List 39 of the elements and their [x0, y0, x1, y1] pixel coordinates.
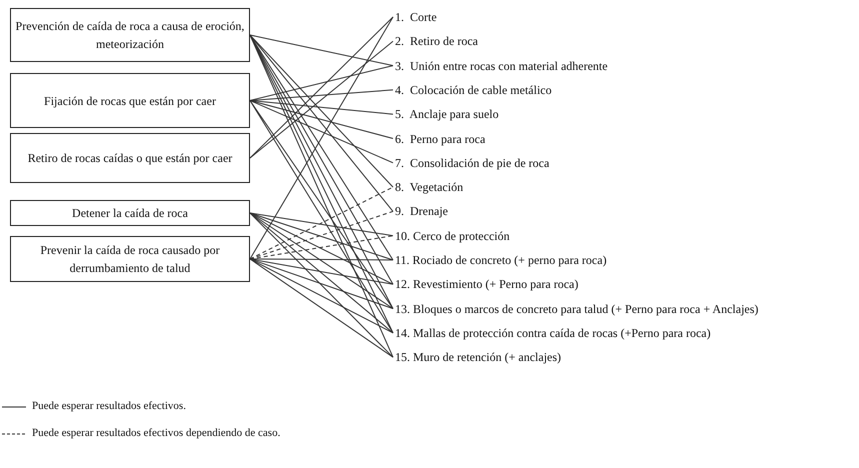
measure-label: 14. Mallas de protección contra caída de rocas (+Perno para roca)	[395, 326, 711, 340]
connector-line	[250, 65, 394, 101]
connector-line	[250, 34, 394, 66]
connector-line	[250, 258, 394, 334]
legend-label: Puede esperar resultados efectivos dependiendo de caso.	[32, 427, 280, 439]
category-box: Prevenir la caída de roca causado por derrumbamiento de talud	[10, 236, 250, 282]
connector-line	[250, 100, 394, 139]
category-box: Detener la caída de roca	[10, 200, 250, 226]
connector-line	[250, 212, 394, 236]
measure-label: 7. Consolidación de pie de roca	[395, 156, 550, 170]
measure-label: 9. Drenaje	[395, 204, 448, 218]
measure-label: 2. Retiro de roca	[395, 34, 478, 48]
connector-line	[250, 100, 394, 164]
category-box: Fijación de rocas que están por caer	[10, 73, 250, 128]
measure-label: 12. Revestimiento (+ Perno para roca)	[395, 277, 578, 292]
measure-label: 1. Corte	[395, 10, 437, 24]
category-box: Retiro de rocas caídas o que están por caer	[10, 133, 250, 183]
measure-label: 11. Rociado de concreto (+ perno para roca)	[395, 253, 607, 267]
category-box: Prevención de caída de roca a causa de eroción, meteorización	[10, 8, 250, 62]
connector-line	[250, 258, 394, 310]
measure-label: 10. Cerco de protección	[395, 228, 510, 243]
connector-line	[250, 40, 394, 158]
connector-line	[250, 212, 394, 334]
connector-line	[250, 186, 394, 260]
connector-line	[250, 212, 394, 310]
measure-label: 3. Unión entre rocas con material adherente	[395, 58, 608, 73]
connector-line	[250, 212, 394, 358]
measure-label: 5. Anclaje para suelo	[395, 107, 499, 122]
measure-label: 13. Bloques o marcos de concreto para talud (+ Perno para roca + Anclajes)	[395, 302, 758, 316]
connector-line	[250, 16, 394, 158]
measure-label: 6. Perno para roca	[395, 132, 486, 146]
legend-label: Puede esperar resultados efectivos.	[32, 400, 186, 412]
measure-label: 8. Vegetación	[395, 180, 464, 194]
connector-line	[250, 89, 394, 101]
connector-line	[250, 100, 394, 115]
connector-line	[250, 258, 394, 358]
connector-line	[250, 212, 394, 285]
measure-label: 4. Colocación de cable metálico	[395, 82, 552, 97]
measure-label: 15. Muro de retención (+ anclajes)	[395, 350, 562, 364]
